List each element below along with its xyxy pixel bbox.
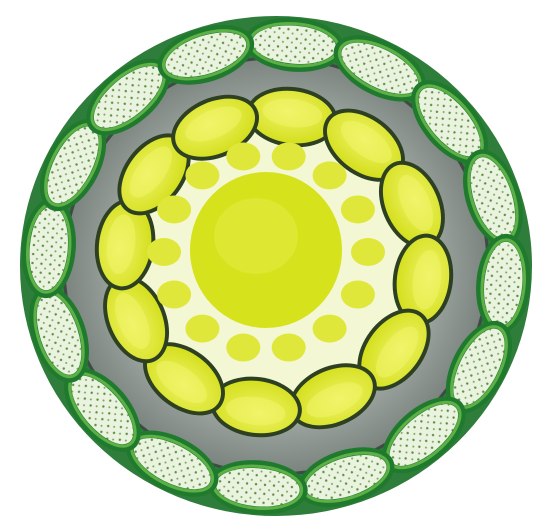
center-blob-highlight xyxy=(214,198,298,274)
center-dot xyxy=(341,195,375,223)
center-dot xyxy=(341,281,375,309)
center-dot xyxy=(351,238,385,266)
center-dot xyxy=(226,142,260,170)
center-dot xyxy=(147,238,181,266)
center-dot xyxy=(272,334,306,362)
center-dot xyxy=(157,195,191,223)
center-dot xyxy=(313,315,347,343)
center-dot xyxy=(226,334,260,362)
center-dot xyxy=(272,142,306,170)
center-dot xyxy=(157,281,191,309)
center-dot xyxy=(185,161,219,189)
center-dot xyxy=(185,315,219,343)
center-dot xyxy=(313,161,347,189)
